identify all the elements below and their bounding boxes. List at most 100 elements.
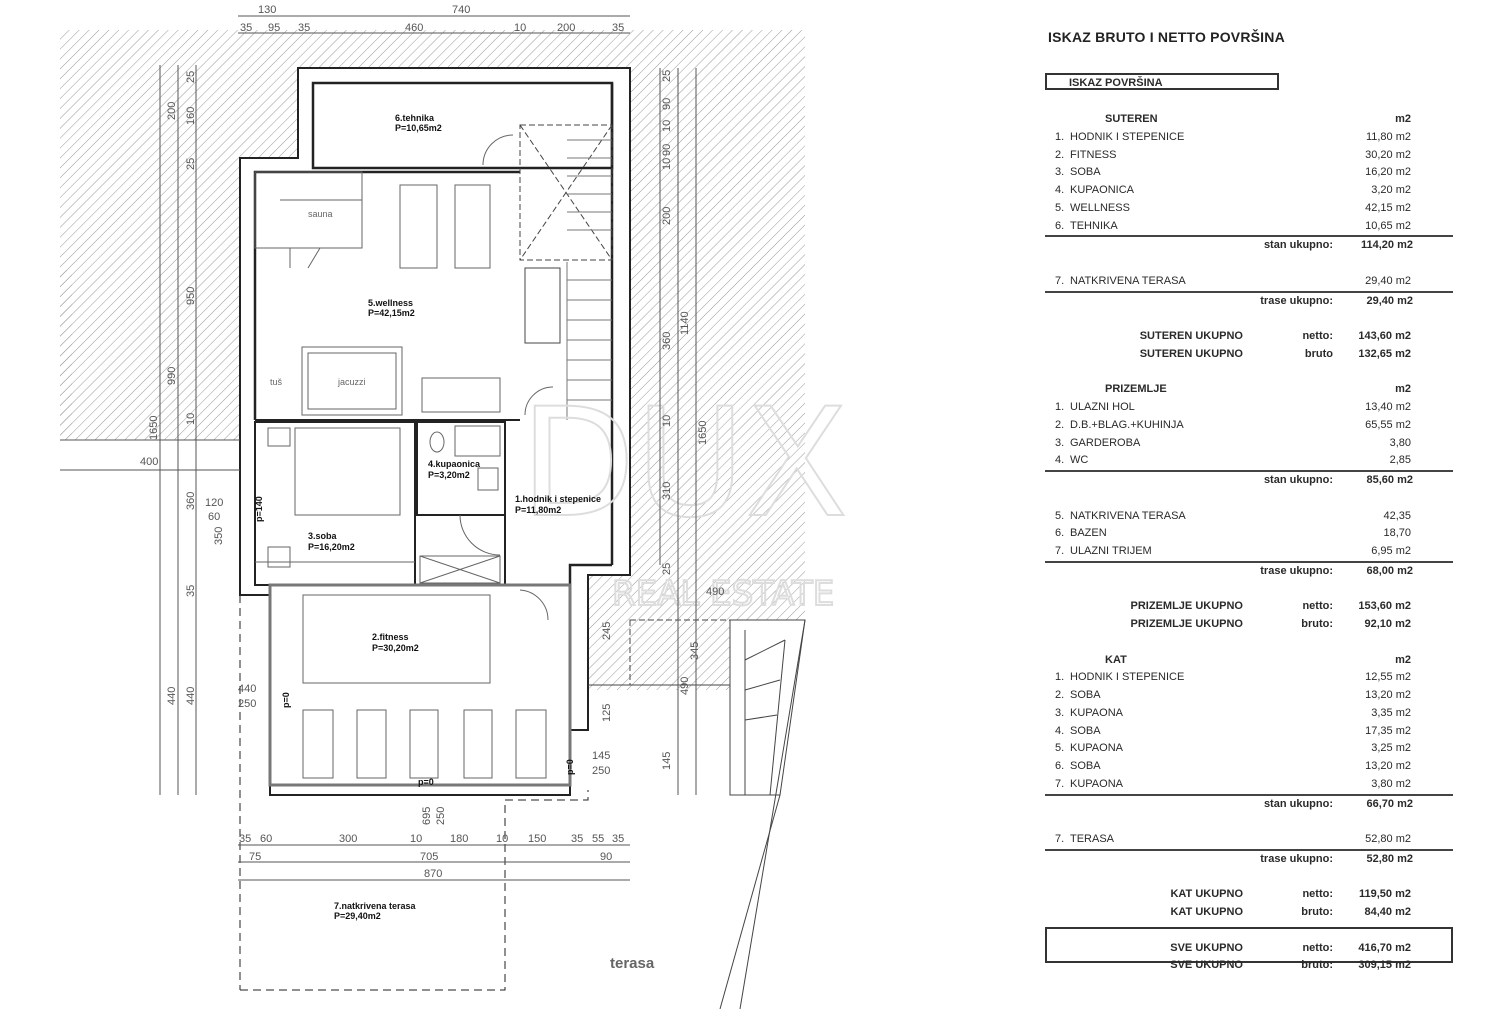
svg-text:310: 310 — [661, 482, 673, 500]
item-number: 7. — [1055, 777, 1065, 790]
item-number: 4. — [1055, 184, 1065, 196]
svg-text:REAL ESTATE: REAL ESTATE — [612, 574, 834, 614]
item-value: 42,15 m2 — [1365, 201, 1411, 214]
svg-text:25: 25 — [661, 563, 673, 575]
terrace-subtotal-row: trase ukupno:52,80 m2 — [1045, 851, 1453, 869]
svg-text:870: 870 — [424, 868, 442, 880]
total-value: 416,70 m2 — [1358, 941, 1411, 954]
staircase — [519, 124, 613, 420]
svg-text:1140: 1140 — [679, 311, 691, 335]
item-value: 10,65 m2 — [1365, 219, 1411, 232]
subtotal-value: 85,60 m2 — [1366, 474, 1413, 486]
room-area-tehnika: P=10,65m2 — [395, 123, 442, 133]
total-kind: bruto: — [1301, 906, 1333, 918]
item-label: KUPAONA — [1070, 706, 1123, 719]
item-number: 7. — [1055, 545, 1065, 557]
item-number: 5. — [1055, 742, 1065, 755]
svg-text:440: 440 — [238, 683, 256, 695]
item-label: WELLNESS — [1070, 201, 1130, 214]
total-label: PRIZEMLJE UKUPNO — [1130, 618, 1243, 630]
room-name-tehnika: 6.tehnika — [395, 113, 435, 123]
item-number: 1. — [1055, 671, 1065, 684]
svg-text:35: 35 — [612, 833, 624, 845]
item-label: SOBA — [1070, 760, 1101, 772]
svg-text:1650: 1650 — [697, 421, 709, 445]
item-number: 2. — [1055, 689, 1065, 701]
svg-text:250: 250 — [435, 807, 447, 825]
item-label: FITNESS — [1070, 148, 1117, 161]
svg-text:440: 440 — [185, 687, 197, 705]
svg-text:10: 10 — [514, 22, 526, 34]
svg-text:360: 360 — [185, 492, 197, 510]
item-number: 6. — [1055, 527, 1065, 540]
room-area-kupaonica: P=3,20m2 — [428, 470, 470, 480]
shower-label: tuš — [270, 377, 283, 387]
item-value: 52,80 m2 — [1365, 833, 1411, 845]
dimension-lines — [60, 15, 697, 881]
room-area-wellness: P=42,15m2 — [368, 308, 415, 318]
svg-text:245: 245 — [601, 622, 613, 640]
room-name-soba: 3.soba — [308, 531, 338, 541]
subtotal-value: 52,80 m2 — [1366, 852, 1413, 865]
spacer — [1045, 813, 1453, 831]
spacer — [1045, 490, 1453, 508]
total-kind: netto: — [1302, 330, 1333, 342]
item-value: 18,70 — [1383, 527, 1411, 540]
svg-text:35: 35 — [185, 585, 197, 597]
item-label: TEHNIKA — [1070, 219, 1118, 232]
terrace-label: terasa — [610, 955, 655, 972]
svg-text:130: 130 — [258, 4, 276, 16]
svg-text:200: 200 — [166, 102, 178, 120]
svg-text:125: 125 — [601, 704, 613, 722]
total-label: SUTEREN UKUPNO — [1139, 347, 1243, 360]
item-value: 30,20 m2 — [1365, 148, 1411, 161]
svg-text:200: 200 — [661, 207, 673, 225]
svg-text:25: 25 — [661, 70, 673, 82]
item-value: 12,55 m2 — [1365, 671, 1411, 684]
unit-label: m2 — [1395, 653, 1411, 666]
subtotal-value: 114,20 m2 — [1361, 239, 1413, 252]
grand-total-box — [1045, 927, 1453, 963]
svg-text:35: 35 — [239, 833, 251, 845]
svg-text:360: 360 — [661, 332, 673, 350]
unit-label: m2 — [1395, 113, 1411, 125]
room-area-terasa: P=29,40m2 — [334, 911, 381, 921]
spacer — [1045, 581, 1453, 599]
item-value: 11,80 m2 — [1365, 130, 1411, 143]
svg-text:25: 25 — [185, 71, 197, 83]
svg-text:705: 705 — [420, 851, 438, 863]
terrace-subtotal-row: trase ukupno:29,40 m2 — [1045, 293, 1453, 311]
total-label: KAT UKUPNO — [1170, 888, 1243, 901]
total-value: 84,40 m2 — [1364, 906, 1411, 918]
svg-text:200: 200 — [557, 22, 575, 34]
total-label: SVE UKUPNO — [1170, 959, 1243, 972]
svg-text:p=140: p=140 — [254, 496, 264, 522]
item-label: WC — [1070, 454, 1089, 467]
room-area-soba: P=16,20m2 — [308, 542, 355, 552]
total-label: KAT UKUPNO — [1170, 906, 1243, 918]
item-value: 13,20 m2 — [1365, 760, 1411, 772]
svg-text:160: 160 — [185, 107, 197, 125]
item-value: 17,35 m2 — [1365, 724, 1411, 737]
total-value: 143,60 m2 — [1358, 330, 1411, 342]
subtotal-label: trase ukupno: — [1260, 564, 1333, 577]
floor-plan: DUX REAL ESTATE 130 740 35 95 35 460 10 … — [60, 4, 849, 1009]
svg-text:p=0: p=0 — [418, 777, 434, 787]
svg-text:350: 350 — [213, 527, 225, 545]
svg-text:145: 145 — [661, 752, 673, 770]
item-value: 3,25 m2 — [1371, 742, 1411, 755]
